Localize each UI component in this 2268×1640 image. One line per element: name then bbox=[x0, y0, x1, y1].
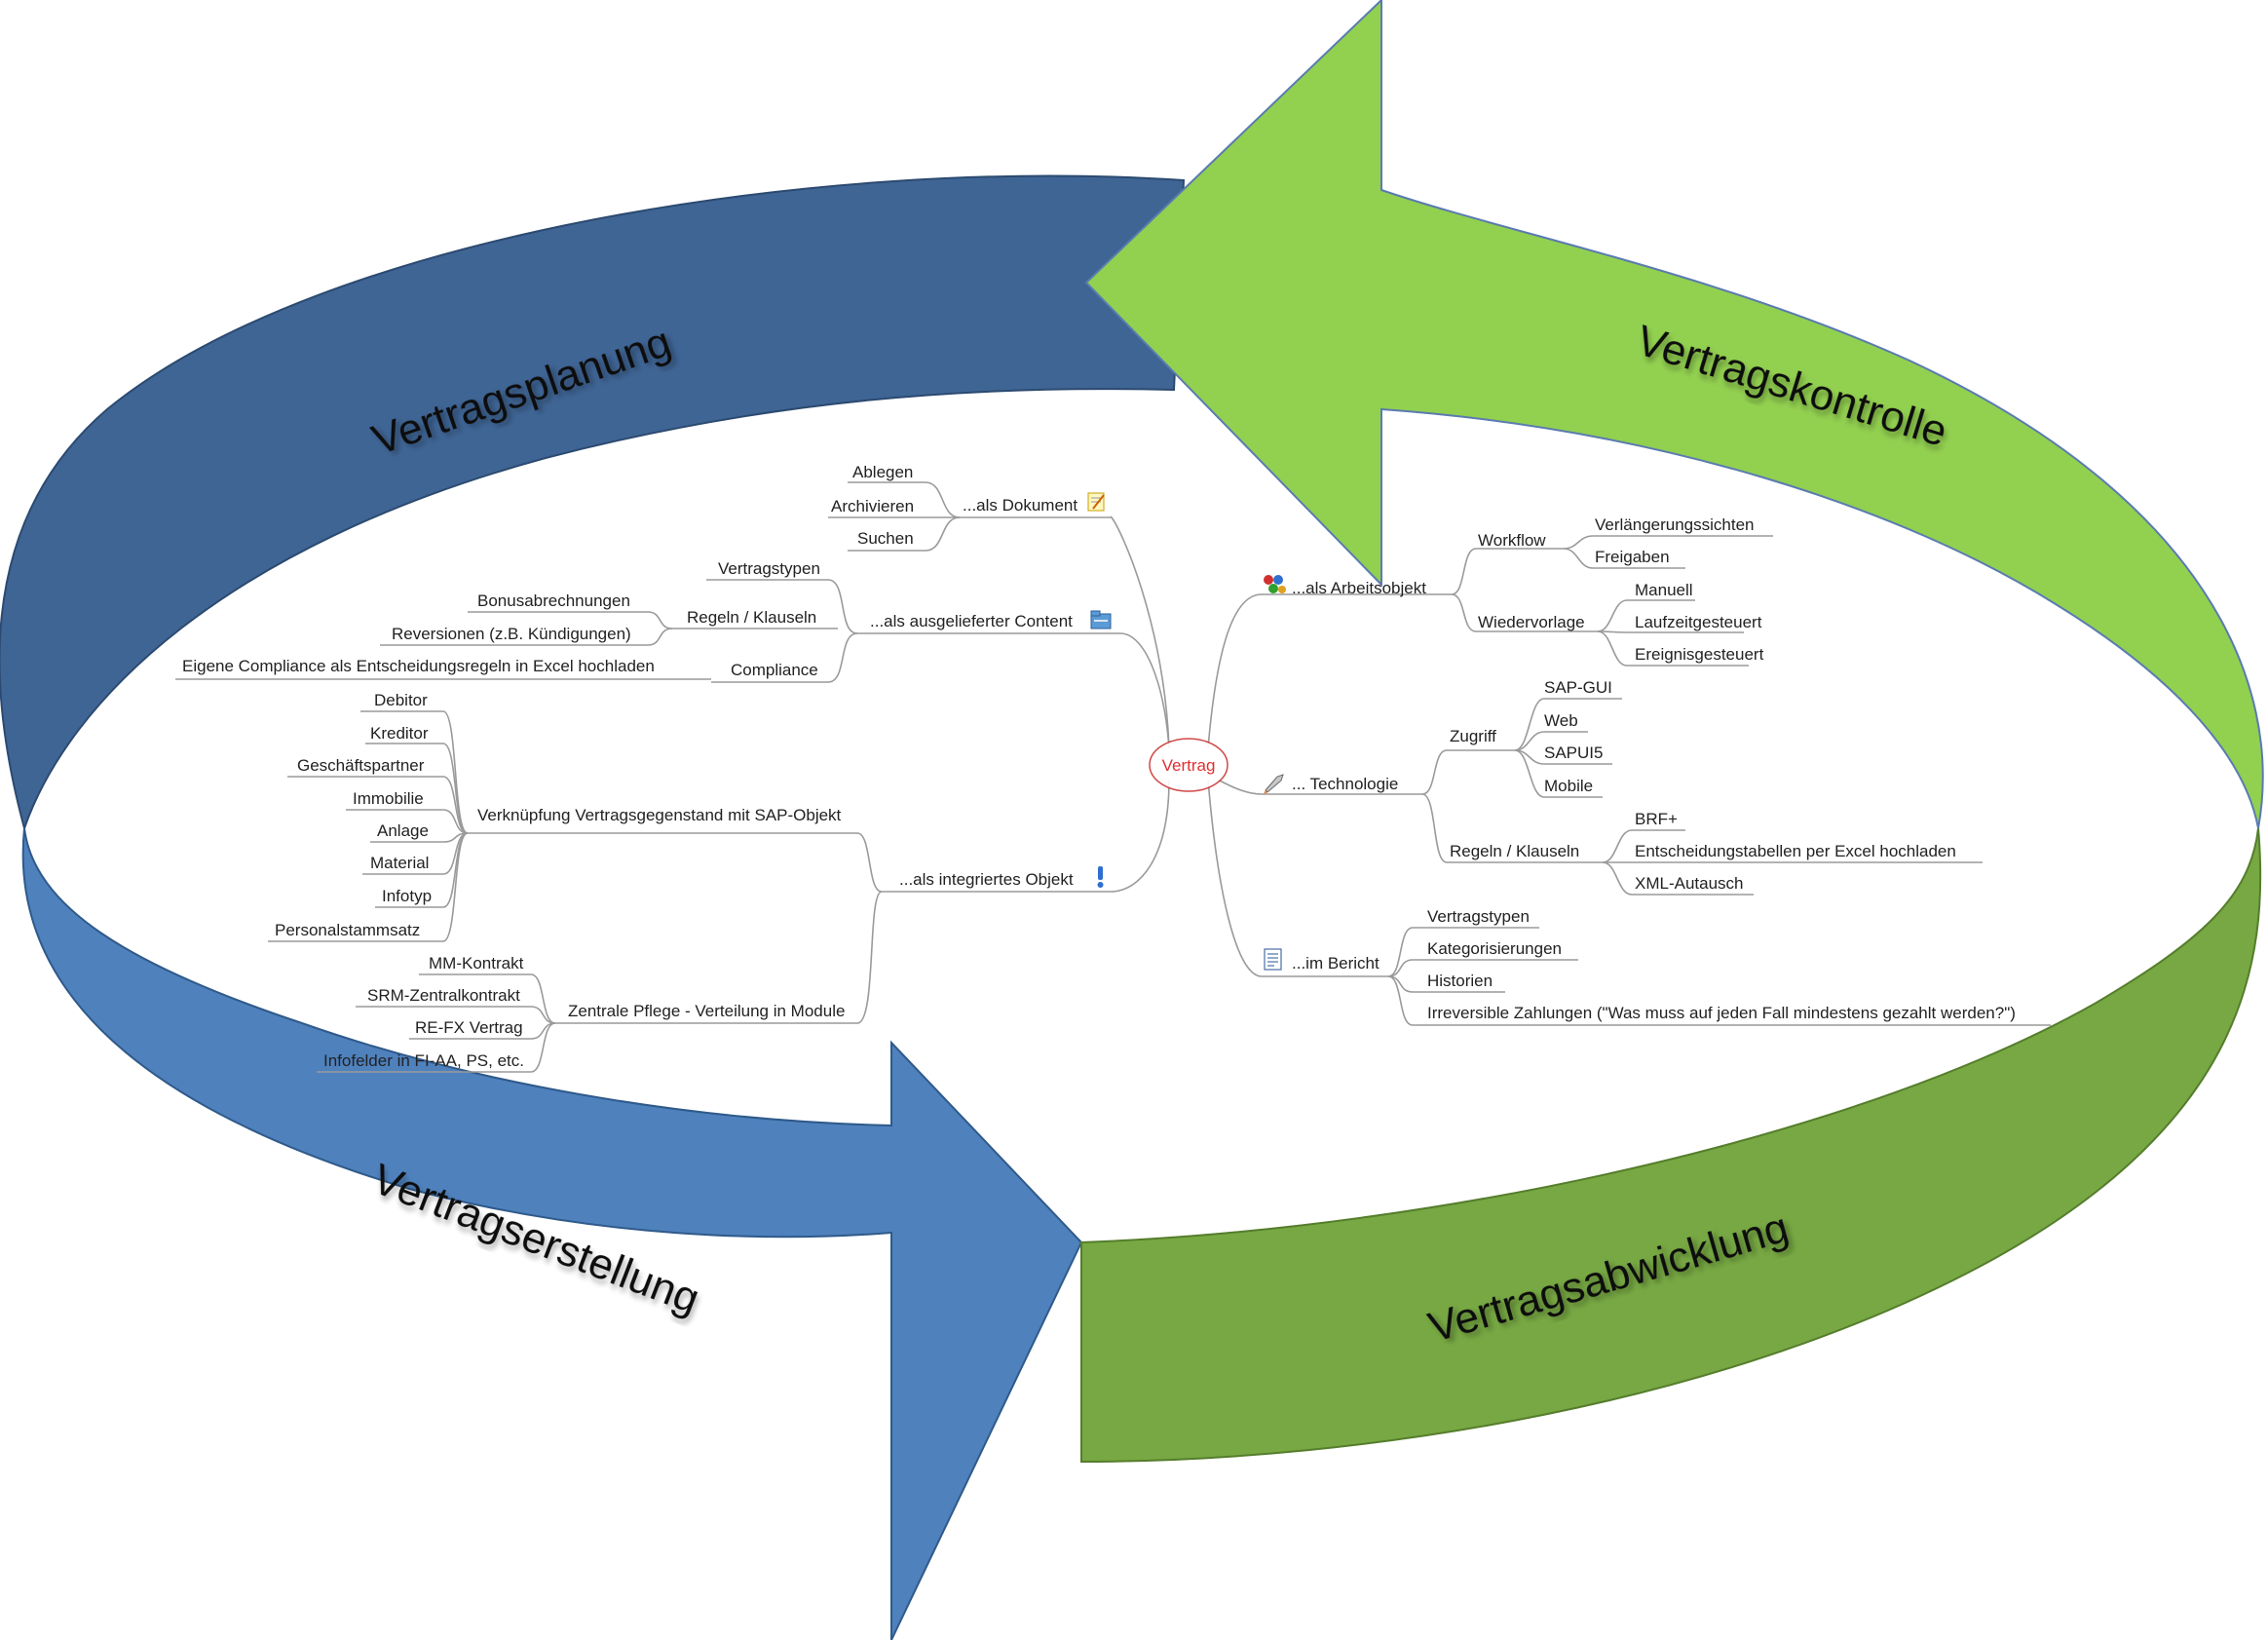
verknuepfung-child[interactable]: Material bbox=[370, 854, 429, 872]
branch-content-label[interactable]: ...als ausgelieferter Content bbox=[870, 612, 1073, 630]
pflege-child[interactable]: RE-FX Vertrag bbox=[415, 1018, 523, 1037]
wiedervorlage-child[interactable]: Laufzeitgesteuert bbox=[1635, 613, 1762, 631]
center-node-label: Vertrag bbox=[1162, 756, 1216, 775]
verknuepfung-child[interactable]: Geschäftspartner bbox=[297, 756, 425, 775]
dokument-child[interactable]: Ablegen bbox=[852, 463, 913, 481]
verknuepfung-child[interactable]: Kreditor bbox=[370, 724, 429, 743]
dokument-child[interactable]: Archivieren bbox=[831, 497, 914, 515]
abwicklung-arrow-band bbox=[1080, 827, 2262, 1464]
branch-technologie-label[interactable]: ... Technologie bbox=[1292, 775, 1398, 793]
wiedervorlage-child[interactable]: Manuell bbox=[1635, 581, 1693, 599]
tech-regeln-child[interactable]: BRF+ bbox=[1635, 810, 1678, 828]
people-icon bbox=[1264, 575, 1286, 593]
erstellung-arrow-band bbox=[21, 827, 1083, 1640]
center-node[interactable]: Vertrag bbox=[1149, 738, 1228, 792]
verknuepfung-child[interactable]: Personalstammsatz bbox=[275, 921, 420, 939]
zugriff-child[interactable]: SAPUI5 bbox=[1544, 744, 1603, 762]
zugriff-child[interactable]: SAP-GUI bbox=[1544, 678, 1612, 697]
zugriff-child[interactable]: Web bbox=[1544, 711, 1578, 730]
note-icon bbox=[1087, 492, 1105, 512]
pflege-child[interactable]: SRM-Zentralkontrakt bbox=[367, 986, 520, 1005]
zugriff-child[interactable]: Mobile bbox=[1544, 777, 1593, 795]
verknuepfung-child[interactable]: Anlage bbox=[377, 821, 429, 840]
folder-icon bbox=[1090, 610, 1112, 629]
branch-objekt-label[interactable]: ...als integriertes Objekt bbox=[899, 870, 1074, 889]
tech-regeln-child[interactable]: Entscheidungstabellen per Excel hochlade… bbox=[1635, 842, 1956, 860]
verknuepfung-child[interactable]: Debitor bbox=[374, 691, 428, 709]
mindmap-edges bbox=[175, 481, 2051, 1073]
verknuepfung-child[interactable]: Infotyp bbox=[382, 887, 432, 905]
dokument-child[interactable]: Suchen bbox=[857, 529, 914, 548]
workflow-child[interactable]: Verlängerungssichten bbox=[1595, 515, 1755, 534]
content-regeln-child[interactable]: Reversionen (z.B. Kündigungen) bbox=[392, 625, 631, 643]
technologie-regeln[interactable]: Regeln / Klauseln bbox=[1450, 842, 1579, 860]
branch-dokument-label[interactable]: ...als Dokument bbox=[963, 496, 1077, 515]
branch-bericht-label[interactable]: ...im Bericht bbox=[1292, 954, 1380, 973]
pflege-child[interactable]: Infofelder in FI-AA, PS, etc. bbox=[323, 1051, 524, 1070]
content-regeln-child[interactable]: Bonusabrechnungen bbox=[477, 591, 630, 610]
bericht-child[interactable]: Irreversible Zahlungen ("Was muss auf je… bbox=[1427, 1004, 2016, 1022]
kontrolle-arrow-band bbox=[1084, 0, 2264, 829]
report-icon bbox=[1264, 948, 1282, 971]
content-regeln[interactable]: Regeln / Klauseln bbox=[687, 608, 816, 627]
rocket-icon bbox=[1264, 774, 1284, 794]
content-vertragstypen[interactable]: Vertragstypen bbox=[718, 559, 820, 578]
exclamation-icon bbox=[1097, 866, 1104, 888]
objekt-pflege[interactable]: Zentrale Pflege - Verteilung in Module bbox=[568, 1002, 845, 1020]
bericht-child[interactable]: Historien bbox=[1427, 972, 1493, 990]
objekt-verknuepfung[interactable]: Verknüpfung Vertragsgegenstand mit SAP-O… bbox=[477, 806, 842, 824]
workflow-child[interactable]: Freigaben bbox=[1595, 548, 1670, 566]
content-compliance[interactable]: Compliance bbox=[731, 661, 818, 679]
arbeitsobjekt-wiedervorlage[interactable]: Wiedervorlage bbox=[1478, 613, 1585, 631]
pflege-child[interactable]: MM-Kontrakt bbox=[429, 954, 524, 973]
arbeitsobjekt-workflow[interactable]: Workflow bbox=[1478, 531, 1546, 550]
verknuepfung-child[interactable]: Immobilie bbox=[353, 789, 424, 808]
planung-arrow-band bbox=[0, 174, 1186, 832]
wiedervorlage-child[interactable]: Ereignisgesteuert bbox=[1635, 645, 1764, 664]
content-compliance-child[interactable]: Eigene Compliance als Entscheidungsregel… bbox=[182, 657, 655, 675]
bericht-child[interactable]: Kategorisierungen bbox=[1427, 939, 1562, 958]
bericht-child[interactable]: Vertragstypen bbox=[1427, 907, 1530, 926]
tech-regeln-child[interactable]: XML-Autausch bbox=[1635, 874, 1744, 893]
technologie-zugriff[interactable]: Zugriff bbox=[1450, 727, 1496, 745]
branch-arbeitsobjekt-label[interactable]: ...als Arbeitsobjekt bbox=[1292, 579, 1426, 597]
